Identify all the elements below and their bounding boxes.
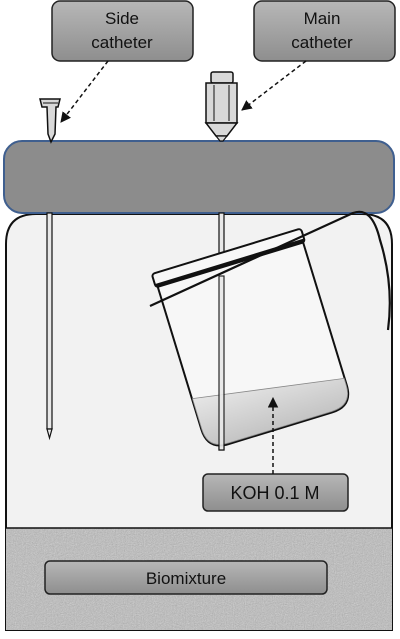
- koh-text: KOH 0.1 M: [230, 483, 319, 503]
- strap-wire: [149, 210, 391, 331]
- main-catheter-text-line2: catheter: [291, 33, 353, 52]
- main-catheter-text-line1: Main: [304, 9, 341, 28]
- main-catheter-arrow: [241, 60, 307, 111]
- main-catheter-label: Main catheter: [253, 0, 396, 62]
- jar-lid: [3, 140, 395, 214]
- koh-label: KOH 0.1 M: [202, 473, 349, 512]
- koh-vial: [151, 228, 350, 447]
- side-catheter-text-line2: catheter: [91, 33, 153, 52]
- biomixture-text: Biomixture: [146, 569, 226, 588]
- side-catheter-arrow: [60, 60, 109, 123]
- main-catheter-tube: [218, 275, 225, 451]
- koh-liquid: [191, 377, 349, 445]
- side-catheter-text-line1: Side: [105, 9, 139, 28]
- biomixture-label: Biomixture: [44, 560, 328, 595]
- side-catheter-label: Side catheter: [51, 0, 194, 62]
- side-catheter: [39, 98, 61, 441]
